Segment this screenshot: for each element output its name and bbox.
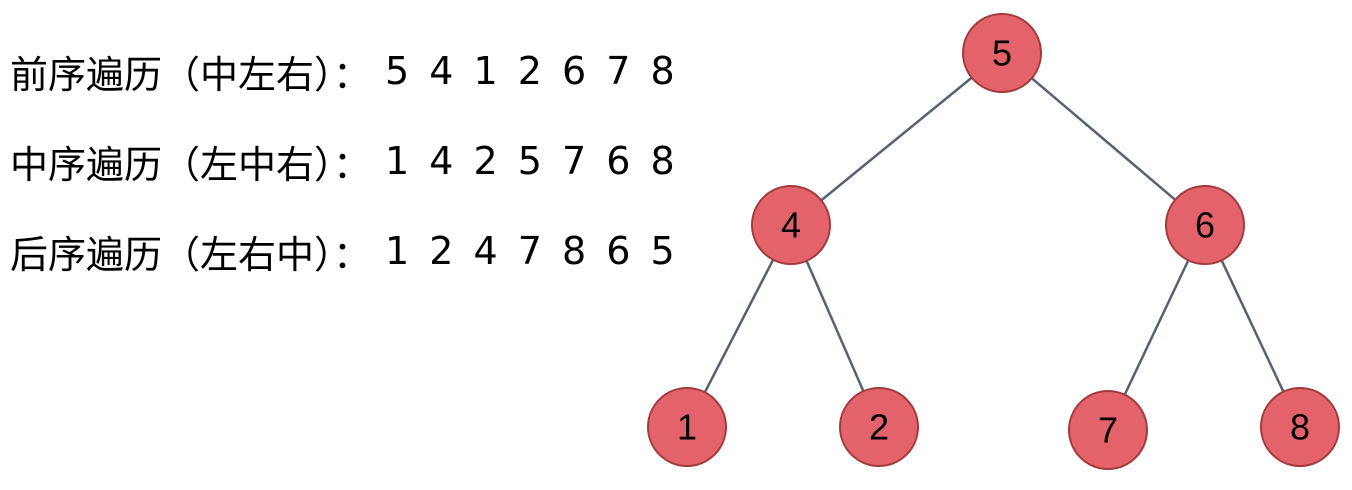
node-label-5: 5 — [992, 33, 1012, 74]
preorder-label: 前序遍历（中左右）： — [10, 52, 372, 97]
tree-node-8: 8 — [1260, 387, 1340, 467]
tree-node-1: 1 — [647, 387, 727, 467]
traversal-list: 前序遍历（中左右）： 5 4 1 2 6 7 8 中序遍历（左中右）： 1 4 … — [10, 26, 710, 296]
tree-node-2: 2 — [839, 387, 919, 467]
preorder-sequence: 5 4 1 2 6 7 8 — [385, 49, 679, 93]
node-label-2: 2 — [869, 407, 889, 448]
node-label-4: 4 — [781, 205, 801, 246]
tree-node-4: 4 — [751, 185, 831, 265]
tree-node-6: 6 — [1165, 185, 1245, 265]
postorder-line: 后序遍历（左右中）： 1 2 4 7 8 6 5 — [10, 206, 710, 296]
node-circle-8 — [1260, 387, 1340, 467]
node-circle-4 — [751, 185, 831, 265]
edge-n4-n1 — [703, 259, 775, 393]
node-circle-5 — [962, 13, 1042, 93]
tree-node-5: 5 — [962, 13, 1042, 93]
node-label-1: 1 — [677, 407, 697, 448]
tree-node-7: 7 — [1068, 390, 1148, 470]
preorder-line: 前序遍历（中左右）： 5 4 1 2 6 7 8 — [10, 26, 710, 116]
tree-nodes: 5 4 6 1 2 7 8 — [647, 13, 1340, 470]
node-circle-2 — [839, 387, 919, 467]
edge-n4-n2 — [805, 260, 865, 392]
node-circle-7 — [1068, 390, 1148, 470]
edge-n5-n4 — [820, 76, 973, 202]
edge-n5-n6 — [1030, 77, 1177, 201]
node-label-8: 8 — [1290, 407, 1310, 448]
edge-n6-n8 — [1220, 259, 1285, 393]
inorder-line: 中序遍历（左中右）： 1 4 2 5 7 6 8 — [10, 116, 710, 206]
tree-edges — [703, 76, 1285, 396]
edge-n6-n7 — [1123, 259, 1190, 396]
node-label-7: 7 — [1098, 410, 1118, 451]
postorder-label: 后序遍历（左右中）： — [10, 232, 372, 277]
postorder-sequence: 1 2 4 7 8 6 5 — [385, 229, 679, 273]
inorder-label: 中序遍历（左中右）： — [10, 142, 372, 187]
inorder-sequence: 1 4 2 5 7 6 8 — [385, 139, 679, 183]
node-circle-6 — [1165, 185, 1245, 265]
node-circle-1 — [647, 387, 727, 467]
node-label-6: 6 — [1195, 205, 1215, 246]
